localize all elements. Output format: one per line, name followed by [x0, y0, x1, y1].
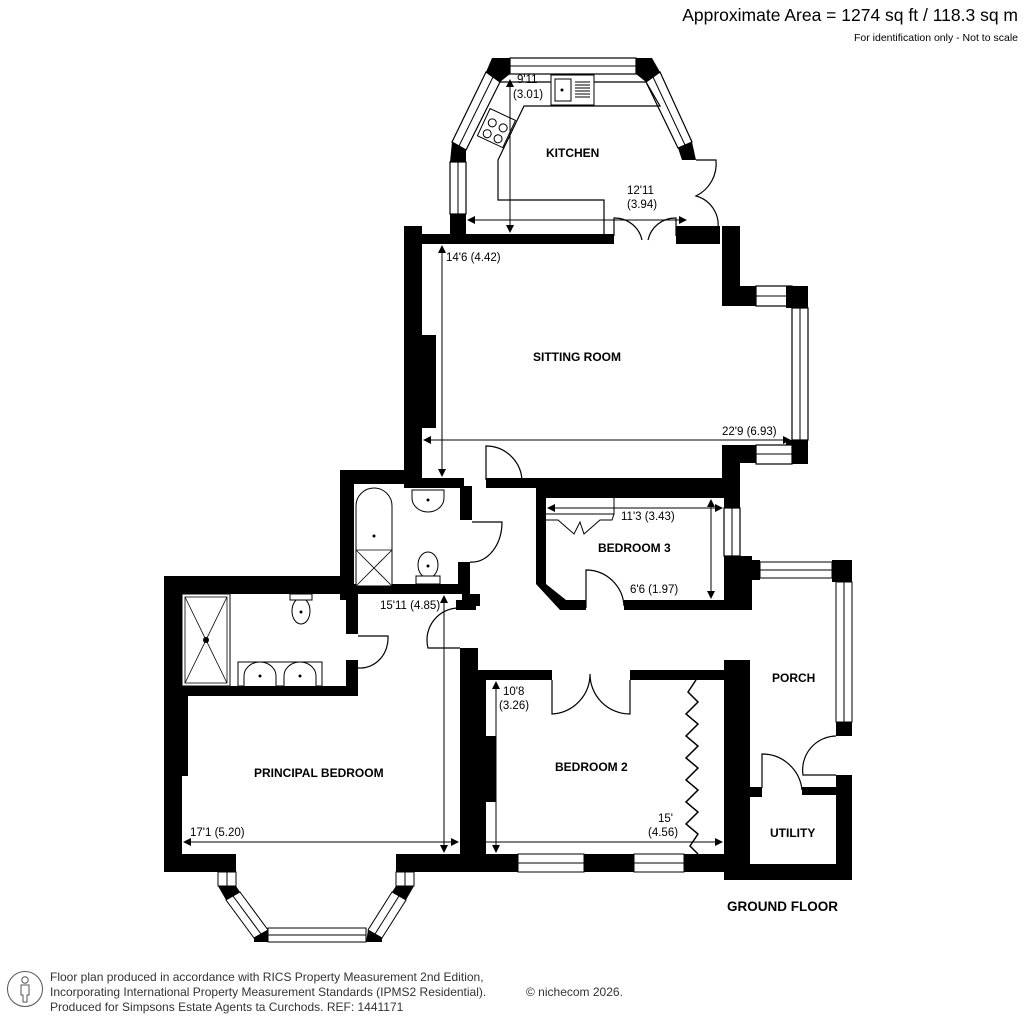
bedroom2-label: BEDROOM 2 [555, 760, 628, 774]
porch-utility: PORCH UTILITY [724, 560, 853, 880]
footer-line-2: Incorporating International Property Mea… [50, 985, 487, 999]
kitchen-dim-depth-m: (3.01) [513, 89, 543, 101]
sitting-room-label: SITTING ROOM [533, 350, 621, 364]
bedroom2-dim-depth-m: (3.26) [499, 700, 529, 712]
approximate-area: Approximate Area = 1274 sq ft / 118.3 sq… [682, 5, 1018, 25]
porch-label: PORCH [772, 671, 815, 685]
kitchen-label: KITCHEN [546, 146, 599, 160]
kitchen-dim-width-m: (3.94) [627, 199, 657, 211]
footer-line-1: Floor plan produced in accordance with R… [50, 970, 484, 984]
floor-label: GROUND FLOOR [727, 899, 838, 914]
bedroom2-dim-width-m: (4.56) [648, 827, 678, 839]
bedroom2-dim-width-ft: 15' [658, 813, 673, 825]
bedroom3-label: BEDROOM 3 [598, 541, 671, 555]
bathroom [340, 470, 503, 600]
scale-disclaimer: For identification only - Not to scale [854, 32, 1018, 44]
person-icon [7, 971, 43, 1007]
sitting-room-dim-width: 22'9 (6.93) [722, 426, 777, 438]
hallway [456, 600, 486, 680]
sitting-room-dim-depth: 14'6 (4.42) [446, 252, 501, 264]
copyright: © nichecom 2026. [526, 985, 623, 999]
kitchen-room: 9'11 (3.01) 12'11 (3.94) KITCHEN [404, 57, 720, 244]
sitting-room: 14'6 (4.42) 22'9 (6.93) SITTING ROOM [404, 226, 809, 495]
principal-bedroom-dim-depth: 15'11 (4.85) [380, 600, 440, 612]
principal-bedroom-dim-width: 17'1 (5.20) [190, 827, 245, 839]
footer-line-3: Produced for Simpsons Estate Agents ta C… [50, 1000, 404, 1014]
principal-bedroom-label: PRINCIPAL BEDROOM [254, 766, 384, 780]
utility-label: UTILITY [770, 826, 815, 840]
footer-notes: Floor plan produced in accordance with R… [50, 970, 486, 1015]
bedroom3-dim-width: 11'3 (3.43) [621, 511, 675, 523]
kitchen-dim-width-ft: 12'11 [627, 185, 654, 197]
kitchen-dim-depth-ft: 9'11 [517, 74, 538, 86]
principal-bedroom: 15'11 (4.85) 17'1 (5.20) PRINCIPAL BEDRO… [164, 576, 726, 943]
bedroom-3: 11'3 (3.43) 6'6 (1.97) BEDROOM 3 [536, 488, 752, 610]
bedroom2-dim-depth-ft: 10'8 [503, 686, 524, 698]
bedroom3-dim-depth: 6'6 (1.97) [630, 584, 678, 596]
bedroom-2: 10'8 (3.26) 15' (4.56) BEDROOM 2 [476, 660, 750, 880]
